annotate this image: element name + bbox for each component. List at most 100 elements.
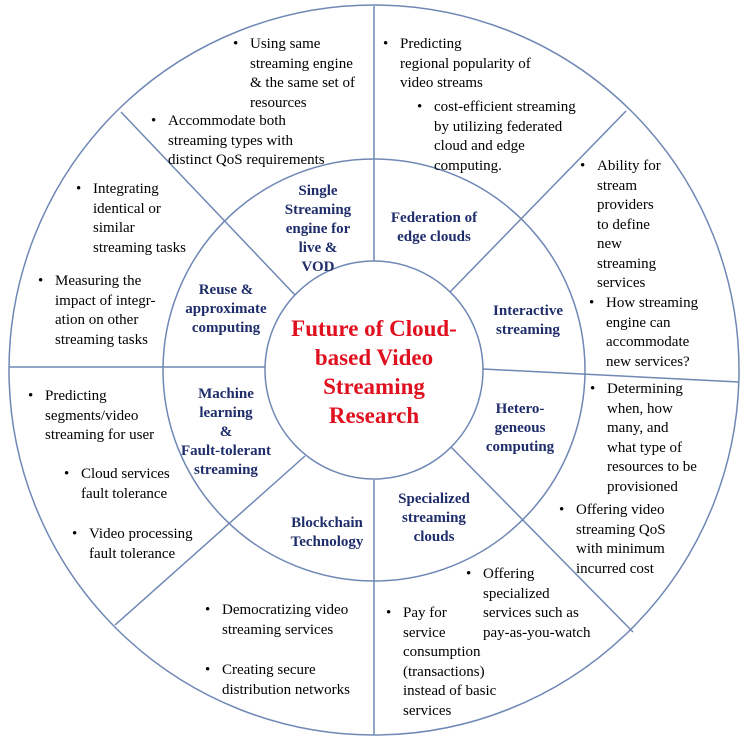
- category-line: Federation of: [390, 210, 478, 226]
- bullet-line: pay-as-you-watch: [483, 624, 591, 641]
- bullet-line: & the same set of: [250, 75, 355, 91]
- bullet-line: ation on other: [55, 312, 139, 328]
- bullet-accommodate-both: Accommodate both streaming types with di…: [151, 112, 325, 171]
- bullet-line: Determining: [607, 381, 683, 397]
- bullet-line: streaming types with: [168, 132, 293, 149]
- category-line: engine for: [285, 221, 351, 237]
- bullet-line: Predicting: [45, 388, 107, 404]
- category-line: approximate: [185, 301, 267, 317]
- bullet-line: similar: [93, 220, 135, 236]
- bullet-line: Accommodate both: [168, 113, 286, 129]
- category-interactive: Interactive streaming: [478, 302, 578, 340]
- bullet-line: streaming tasks: [55, 331, 148, 348]
- bullet-line: distinct QoS requirements: [168, 152, 325, 168]
- category-line: edge clouds: [397, 229, 471, 245]
- bullet-qos-minimum-cost: Offering video streaming QoS with minimu…: [559, 501, 665, 579]
- bullet-line: Offering video: [576, 502, 665, 518]
- bullet-line: video streams: [400, 75, 483, 91]
- bullet-measuring-impact: Measuring the impact of integr- ation on…: [38, 272, 155, 350]
- bullet-line: resources: [250, 94, 307, 111]
- bullet-line: new: [597, 236, 622, 252]
- bullet-line: streaming for user: [45, 427, 155, 443]
- bullet-line: by utilizing federated: [434, 118, 563, 135]
- bullet-line: identical or: [93, 200, 161, 217]
- bullet-line: regional popularity of: [400, 55, 531, 72]
- category-ml-fault-tolerant: Machine learning & Fault-tolerant stream…: [166, 385, 286, 480]
- divider-line: [120, 111, 296, 296]
- bullet-line: Offering: [483, 566, 535, 582]
- divider-line: [450, 446, 634, 633]
- category-line: streaming: [402, 510, 466, 526]
- bullet-ability-define-services: Ability for stream providers to define n…: [580, 157, 661, 294]
- bullet-predicting-segments: Predicting segments/video streaming for …: [28, 387, 155, 446]
- bullet-single-engine-same-resources: Using same streaming engine & the same s…: [233, 35, 355, 113]
- bullet-line: services: [597, 275, 646, 291]
- category-line: live &: [298, 240, 338, 256]
- center-title-line: Research: [328, 403, 420, 428]
- category-line: Specialized: [398, 491, 470, 507]
- bullet-line: services such as: [483, 605, 579, 621]
- category-line: VOD: [301, 259, 335, 275]
- bullet-line: streaming: [597, 255, 657, 272]
- category-line: Machine: [198, 386, 254, 402]
- category-line: &: [219, 424, 233, 440]
- bullet-line: providers: [597, 197, 654, 213]
- category-line: computing: [191, 320, 261, 336]
- category-blockchain: Blockchain Technology: [272, 514, 382, 552]
- bullet-line: Using same: [250, 36, 321, 52]
- divider-line: [114, 455, 306, 626]
- bullet-line: fault tolerance: [81, 485, 168, 502]
- bullet-integrating-tasks: Integrating identical or similar streami…: [76, 180, 186, 258]
- bullet-line: Cloud services: [81, 466, 170, 482]
- bullet-line: streaming tasks: [93, 239, 186, 256]
- bullet-line: many, and: [607, 420, 669, 436]
- bullet-line: (transactions): [403, 663, 485, 680]
- category-line: Reuse &: [198, 282, 254, 298]
- bullet-line: service: [403, 624, 446, 641]
- bullet-line: distribution networks: [222, 681, 350, 698]
- category-reuse: Reuse & approximate computing: [170, 281, 282, 338]
- category-heterogeneous: Hetero- geneous computing: [470, 400, 570, 457]
- bullet-line: Pay for: [403, 605, 447, 621]
- bullet-accommodate-new-services: How streaming engine can accommodate new…: [589, 294, 698, 372]
- category-line: Blockchain: [291, 515, 363, 531]
- bullet-line: accommodate: [606, 334, 690, 350]
- bullet-line: what type of: [607, 439, 682, 456]
- category-line: Hetero-: [495, 401, 545, 417]
- bullet-line: Integrating: [93, 181, 159, 197]
- bullet-line: consumption: [403, 644, 481, 660]
- bullet-line: resources to be: [607, 459, 697, 475]
- category-federation: Federation of edge clouds: [374, 209, 494, 247]
- category-line: Fault-tolerant: [181, 443, 271, 459]
- bullet-line: Ability for: [597, 158, 661, 174]
- category-line: geneous: [494, 420, 546, 436]
- bullet-line: when, how: [607, 400, 673, 417]
- center-title: Future of Cloud- based Video Streaming R…: [274, 314, 474, 430]
- bullet-line: Democratizing video: [222, 602, 349, 618]
- bullet-line: Video processing: [89, 526, 193, 542]
- bullet-line: specialized: [483, 585, 550, 602]
- divider-line: [449, 110, 627, 293]
- category-line: streaming: [496, 322, 560, 338]
- category-single-engine: Single Streaming engine for live & VOD: [262, 182, 374, 277]
- bullet-line: provisioned: [607, 478, 678, 495]
- bullet-video-fault-tolerance: Video processing fault tolerance: [72, 525, 193, 564]
- bullet-line: engine can: [606, 314, 671, 331]
- bullet-line: Measuring the: [55, 273, 142, 289]
- bullet-line: fault tolerance: [89, 545, 176, 562]
- category-line: Technology: [290, 534, 364, 550]
- bullet-line: Creating secure: [222, 662, 316, 678]
- bullet-regional-popularity: Predicting regional popularity of video …: [383, 35, 531, 94]
- bullet-democratizing: Democratizing video streaming services: [205, 601, 349, 640]
- bullet-line: segments/video: [45, 407, 139, 424]
- bullet-pay-for-consumption: Pay for service consumption (transaction…: [386, 604, 496, 721]
- center-title-line: Streaming: [323, 374, 425, 399]
- bullet-line: streaming services: [222, 621, 334, 638]
- bullet-line: cost-efficient streaming: [434, 99, 576, 115]
- center-title-line: based Video: [314, 345, 434, 370]
- category-line: computing: [485, 439, 555, 455]
- bullet-line: cloud and edge: [434, 138, 525, 154]
- bullet-determining-resources: Determining when, how many, and what typ…: [590, 380, 697, 497]
